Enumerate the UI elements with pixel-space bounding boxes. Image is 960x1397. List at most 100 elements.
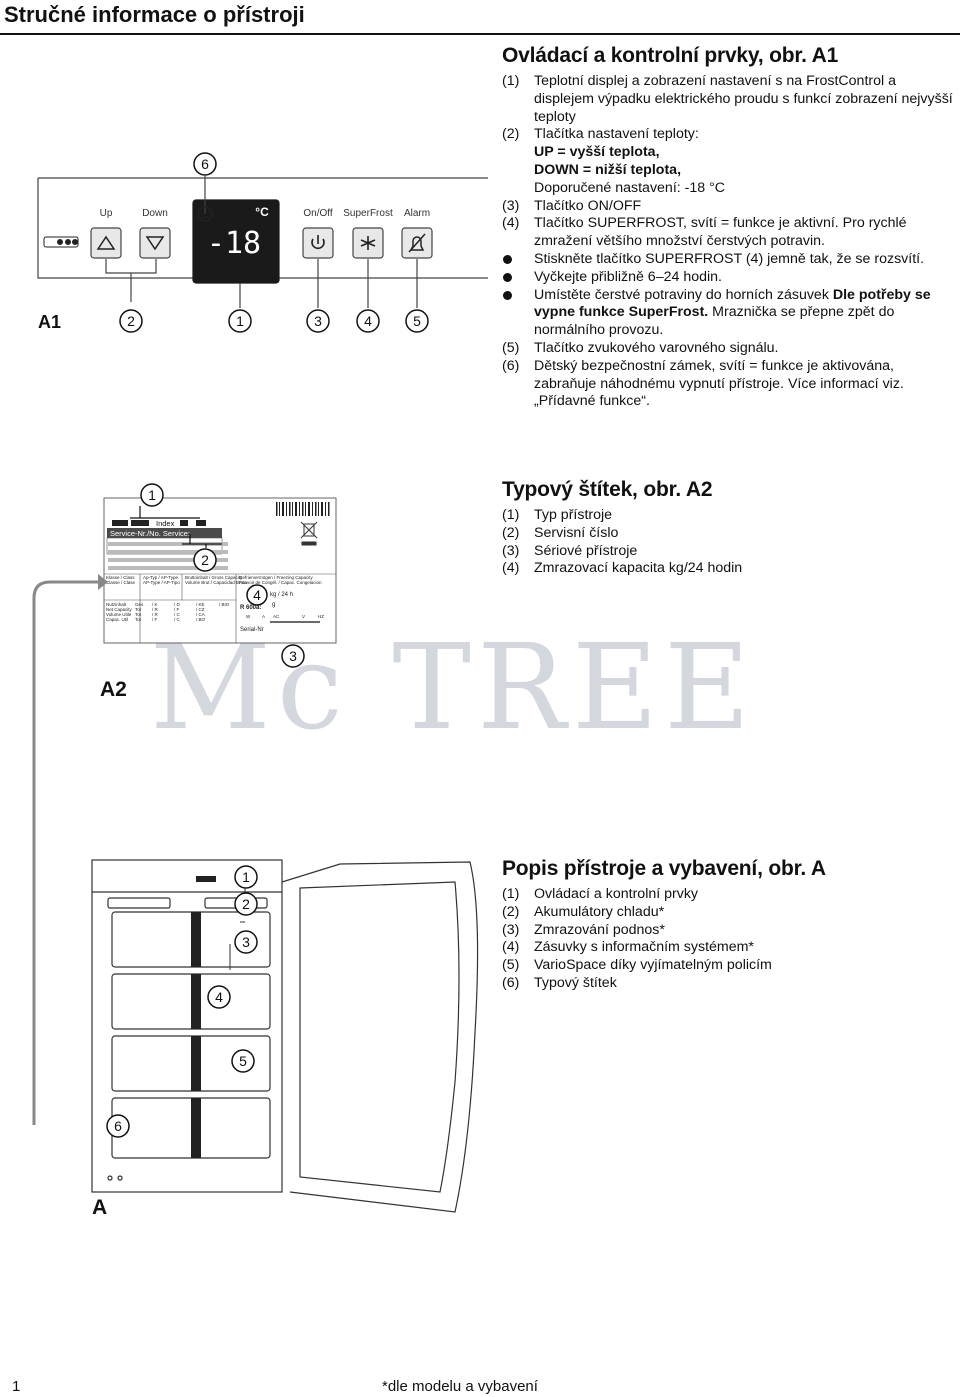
bullet-text-c: Mraznička se přepne zpět do normálního p…: [534, 304, 895, 339]
plate-brutto2: Volume Brut / Capacidad Bruta: [185, 580, 247, 585]
header-rule: [0, 33, 960, 35]
item-num: (1): [502, 73, 520, 89]
appliance-item: (3)Zmrazování podnos*: [502, 922, 954, 940]
appliance-item: (5) VarioSpace díky vyjímatelným policím: [502, 957, 954, 975]
callout-2: 2: [127, 313, 135, 329]
bullet-1: Stiskněte tlačítko SUPERFROST (4) jemně …: [502, 251, 954, 269]
item-num: (5): [502, 957, 520, 974]
item-1: (1) Teplotní displej a zobrazení nastaven…: [502, 73, 954, 126]
down-button-shape: [139, 227, 171, 259]
bullet-2: Vyčkejte přibližně 6–24 hodin.: [502, 269, 954, 287]
footer-note: *dle modelu a vybavení: [382, 1378, 538, 1395]
item-text: VarioSpace díky vyjímatelným policím: [534, 957, 772, 974]
wheelie-bin-icon: [300, 521, 318, 546]
bullet-text: Vyčkejte přibližně 6–24 hodin.: [534, 268, 722, 285]
item-text: Akumulátory chladu*: [534, 903, 665, 920]
plate-f2: / F: [174, 607, 180, 612]
plate-ca: / CA: [196, 612, 205, 617]
item-num: (6): [502, 974, 520, 991]
plate-ke: / KE: [196, 602, 205, 607]
section-appliance-title: Popis přístroje a vybavení, obr. A: [502, 857, 826, 880]
figure-a2-rating-plate: Index Service-Nr./No. Service: Klasse / …: [100, 483, 337, 701]
item-text: Tlačítka nastavení teploty:: [534, 126, 699, 143]
page-header: Stručné informace o přístroji: [0, 0, 960, 40]
down-arrow-icon: [145, 236, 165, 251]
item-2-rec: Doporučené nastavení: -18 °C: [534, 179, 726, 196]
item-num: (5): [502, 339, 520, 356]
plate-item: (3)Sériové přístroje: [502, 543, 954, 561]
item-text: Zmrazovací kapacita kg/24 hodin: [534, 560, 743, 577]
figure-a-appliance: 1 2 3 4 5 6 A: [91, 859, 479, 1219]
appliance-callout-1: 1: [242, 869, 250, 885]
bullet-3: Umístěte čerstvé potraviny do horních zá…: [502, 287, 954, 340]
plate-kg24: kg / 24 h: [270, 592, 293, 598]
snowflake-icon: [360, 236, 376, 250]
plate-tot2: Tot: [135, 612, 142, 617]
appliance-item: (1)Ovládací a kontrolní prvky: [502, 886, 954, 904]
item-text: Zmrazování podnos*: [534, 921, 665, 938]
appliance-item: (6)Typový štítek: [502, 975, 954, 993]
plate-c1: / C: [174, 612, 181, 617]
section-controls: Ovládací a kontrolní prvky, obr. A1 (1) T…: [502, 44, 954, 411]
item-text: Typ přístroje: [534, 507, 613, 523]
up-button-shape: [90, 227, 122, 259]
plate-nutz2: Net.Capacity: [106, 607, 133, 612]
plate-r2: / R: [152, 612, 159, 617]
plate-ac: AC: [273, 614, 280, 619]
power-icon: [311, 235, 325, 250]
plate-serial: Serial-Nr: [240, 627, 264, 633]
plate-klasse: Klasse / Class: [106, 575, 135, 580]
plate-callout-3: 3: [289, 648, 297, 664]
item-2-down: DOWN = nižší teplota,: [502, 162, 954, 180]
plate-g: g: [272, 602, 275, 608]
display-unit: °C: [255, 205, 269, 219]
plate-k: / K: [152, 602, 158, 607]
bullet-dot: [502, 251, 534, 269]
plate-tot3: Tot: [135, 617, 142, 622]
item-num: (1): [502, 886, 520, 902]
label-up: Up: [100, 208, 113, 219]
plate-item: (4)Zmrazovací kapacita kg/24 hodin: [502, 560, 954, 578]
plate-r1: / R: [152, 607, 159, 612]
callout-5: 5: [413, 313, 421, 329]
item-text: Teplotní displej a zobrazení nastavení s…: [534, 73, 953, 125]
label-down: Down: [142, 208, 168, 219]
item-num: (2): [502, 126, 520, 143]
appliance-callout-4: 4: [215, 989, 223, 1005]
plate-nutz3: Volume Utile: [106, 612, 132, 617]
page-number: 1: [12, 1378, 21, 1395]
item-text: Servisní číslo: [534, 524, 619, 541]
service-bar: [107, 528, 222, 538]
item-4: (4)Tlačítko SUPERFROST, svítí = funkce j…: [502, 215, 954, 251]
plate-item: (2)Servisní číslo: [502, 525, 954, 543]
plate-callout-2: 2: [201, 552, 209, 568]
section-rating-plate-title: Typový štítek, obr. A2: [502, 478, 713, 501]
callout-6: 6: [201, 156, 209, 172]
callout-4: 4: [364, 313, 372, 329]
display-value: -18: [207, 226, 261, 261]
item-num: (4): [502, 939, 520, 956]
item-num: (6): [502, 357, 520, 374]
figure-a2-label: A2: [100, 678, 127, 701]
page-title: Stručné informace o přístroji: [4, 2, 305, 27]
label-onoff: On/Off: [303, 208, 332, 219]
lock-face-icon: [197, 206, 213, 222]
item-text: Tlačítko SUPERFROST, svítí = funkce je a…: [534, 215, 907, 250]
plate-brutto: Bruttoinhalt / Gross Capacity: [185, 575, 243, 580]
plate-tot1: Tot: [135, 607, 142, 612]
bullet-dot: [502, 287, 534, 340]
bullet-text: Stiskněte tlačítko SUPERFROST (4) jemně …: [534, 250, 925, 267]
down-text: DOWN = nižší teplota,: [534, 161, 682, 178]
item-num: (3): [502, 542, 520, 559]
plate-index: Index: [156, 519, 175, 528]
item-num: (2): [502, 903, 520, 920]
section-rating-plate: Typový štítek, obr. A2 (1)Typ přístroje …: [502, 478, 954, 578]
section-controls-title: Ovládací a kontrolní prvky, obr. A1: [502, 44, 839, 67]
item-text: Tlačítko zvukového varovného signálu.: [534, 339, 779, 356]
figure-a1-control-panel: 6 2 1 3 4 5 Up Down On/Off SuperFrost Al…: [37, 152, 488, 333]
item-text: Dětský bezpečnostní zámek, svítí = funkc…: [534, 357, 904, 410]
bullet-text-b: Dle potřeby se vypne funkce SuperFrost.: [534, 286, 931, 321]
plate-ap-typ: Ap-Typ / AP-Type: [143, 575, 179, 580]
plate-nutz4: Capac. Util: [106, 617, 128, 622]
connector-arrow: [32, 574, 108, 1125]
